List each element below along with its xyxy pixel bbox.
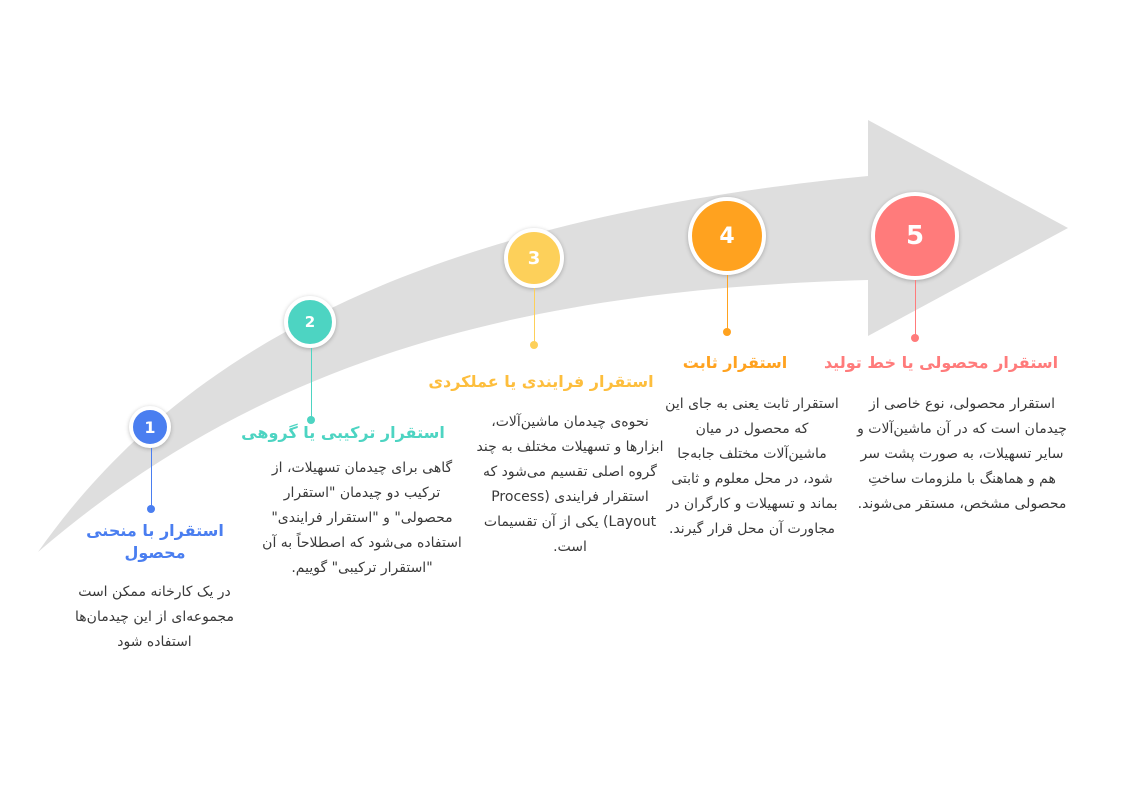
step-1-number-circle: 1 — [129, 406, 171, 448]
step-5-description: استقرار محصولی، نوع خاصی از چیدمان است ک… — [857, 396, 1067, 512]
step-2-description: گاهی برای چیدمان تسهیلات، از ترکیب دو چی… — [262, 460, 462, 576]
step-3-connector-dot — [530, 341, 538, 349]
step-4-connector-dot — [723, 328, 731, 336]
step-3-connector-line — [534, 288, 535, 344]
step-5-connector-dot — [911, 334, 919, 342]
step-5-connector-line — [915, 280, 916, 338]
step-2-title: استقرار ترکیبی یا گروهی — [241, 423, 445, 442]
step-4-description: استقرار ثابت یعنی به جای این که محصول در… — [665, 396, 839, 537]
step-4-title: استقرار ثابت — [682, 353, 788, 372]
step-5-number-circle: 5 — [871, 192, 959, 280]
step-4-connector-line — [727, 275, 728, 331]
step-3-description: نحوه‌ی چیدمان ماشین‌آلات، ابزارها و تسهی… — [476, 414, 664, 555]
step-3-title: استقرار فرایندی یا عملکردی — [428, 372, 654, 391]
step-3-number-circle: 3 — [504, 228, 564, 288]
step-1-connector-dot — [147, 505, 155, 513]
step-2-connector-dot — [307, 416, 315, 424]
step-2-connector-line — [311, 348, 312, 420]
step-1-title: استقرار با منحنی محصول — [86, 521, 224, 562]
step-1-connector-line — [151, 448, 152, 508]
arrow-shape — [38, 120, 1068, 552]
step-5-title: استقرار محصولی یا خط تولید — [823, 353, 1059, 372]
step-1-description: در یک کارخانه ممکن است مجموعه‌ای از این … — [75, 584, 234, 650]
step-4-number-circle: 4 — [688, 197, 766, 275]
step-2-number-circle: 2 — [284, 296, 336, 348]
